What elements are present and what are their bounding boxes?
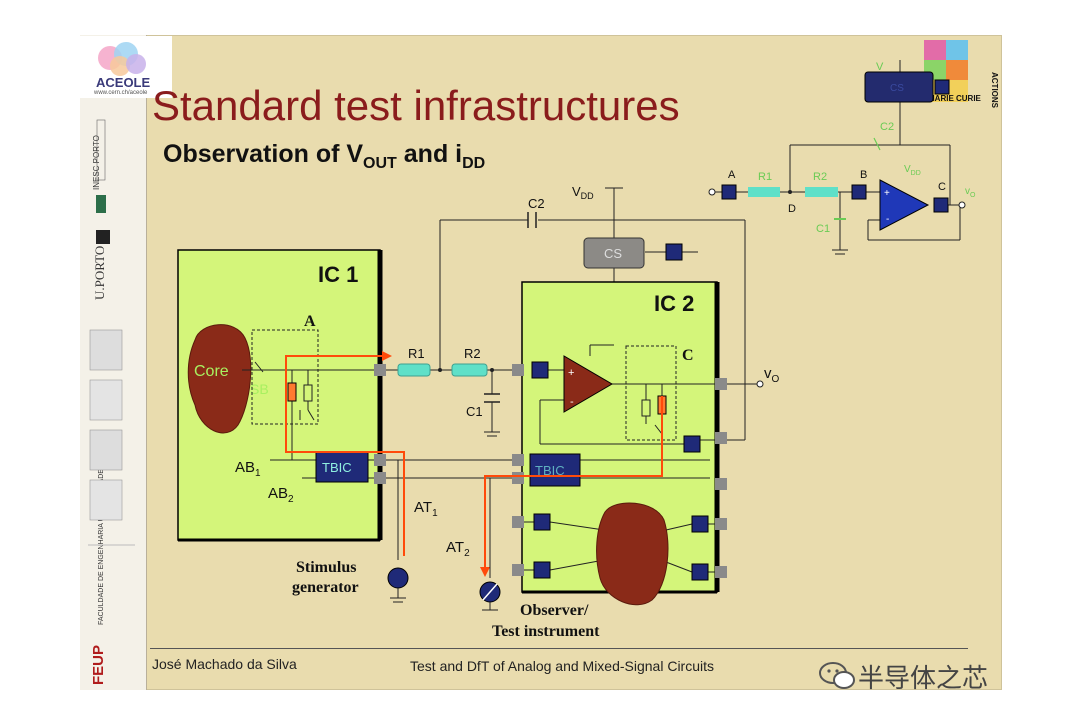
subtitle-prefix: Observation of V [163,140,364,168]
ic1-label: IC 1 [318,262,358,287]
boundary-cell-c [625,345,677,441]
ic2-tbic-label: TBIC [535,463,565,478]
r2-label: R2 [464,346,481,361]
ic2-pad-out [683,435,701,453]
sidebar-decor [88,119,135,546]
logo-url: www.cern.ch/aceole [94,90,148,96]
footer-course: Test and DfT of Analog and Mixed-Signal … [410,658,715,674]
subtitle-sub-out: OUT [363,155,397,172]
ic2-opamp [563,355,613,413]
mini-vo-label: vO [965,186,976,199]
ic2-pad-r1 [691,515,709,533]
mini-cs-label: CS [890,83,904,94]
mini-c1-plate [834,218,846,220]
aceole-logo-graphic [98,42,146,76]
r1-label: R1 [408,346,425,361]
cs-output-pad [665,243,683,261]
sb-label: SB [250,381,269,397]
r1-resistor [397,363,431,377]
mini-cs-pad [934,79,950,95]
mini-pad-c [933,197,949,213]
at2-label: AT2 [446,539,470,559]
test-path-wires [285,355,663,575]
ic1-tbic-block [315,451,369,483]
mini-c1-label: C1 [816,223,830,235]
vdd-label: VDD [572,184,594,201]
observer-label: Observer/ [520,602,589,619]
subtitle-mid: and i [396,140,463,168]
actions-label: ACTIONS [990,72,999,109]
wechat-icon [819,662,855,689]
generator-label: generator [292,579,359,596]
aceole-logo: ACEOLE www.cern.ch/aceole [80,36,172,98]
ic2-plus: + [568,367,574,379]
mini-minus: - [886,214,889,225]
logo-text: ACEOLE [96,75,151,90]
ab1-label: AB1 [235,459,261,479]
mini-c-label: C [938,181,946,193]
mini-b-label: B [860,169,867,181]
mini-pad-b [851,184,867,200]
sb-resistor [287,382,297,402]
c1-label: C1 [466,404,483,419]
stimulus-label: Stimulus [296,559,356,576]
mini-r2 [805,187,838,197]
ic2-core-blob [596,502,669,606]
ab2-label: AB2 [268,485,294,505]
core-label: Core [194,363,229,380]
mini-r1 [748,187,780,197]
watermark-text: 半导体之芯 [858,663,989,693]
ic2-pad-r2 [691,563,709,581]
mini-cs-block [864,71,934,103]
mini-pad-a [721,184,737,200]
ic2-pad-l2 [533,561,551,579]
page-title: Standard test infrastructures [152,82,680,129]
mini-vdd-label: VDD [904,164,921,177]
mini-opamp [879,179,930,231]
footer-author: José Machado da Silva [152,656,297,672]
cs-label: CS [604,246,622,261]
subtitle-sub-dd: DD [462,155,486,172]
ic1-tbic-label: TBIC [322,460,352,475]
mini-plus: + [884,188,890,199]
ic2-pad-in [531,361,549,379]
mini-r1-label: R1 [758,171,772,183]
ic2-tbic-block [529,453,581,487]
cell-c-label: C [682,347,694,364]
footer-divider [150,648,968,649]
cs-block [583,237,645,269]
mini-input-node [708,188,716,196]
vo-node [756,380,764,388]
mini-circuit [712,60,962,255]
core-blob [187,324,252,434]
mini-r2-label: R2 [813,171,827,183]
ic2-minus: - [570,396,574,408]
mini-d-label: D [788,203,796,215]
curie-label: MARIE CURIE [928,94,982,103]
vo-label: vO [764,365,780,385]
cell-a-label: A [304,313,316,330]
mini-v-label: V [876,61,884,73]
mini-a-label: A [728,169,736,181]
ic2-pad-l1 [533,513,551,531]
mini-c2-label: C2 [880,121,894,133]
r2-resistor [451,363,488,377]
instrument-label: Test instrument [492,623,600,640]
slide-subtitle: Observation of VOUT and iDD [163,140,485,173]
at1-label: AT1 [414,499,438,519]
ic2-label: IC 2 [654,291,694,316]
stimulus-generator-symbol [387,567,409,589]
c2-label: C2 [528,196,545,211]
